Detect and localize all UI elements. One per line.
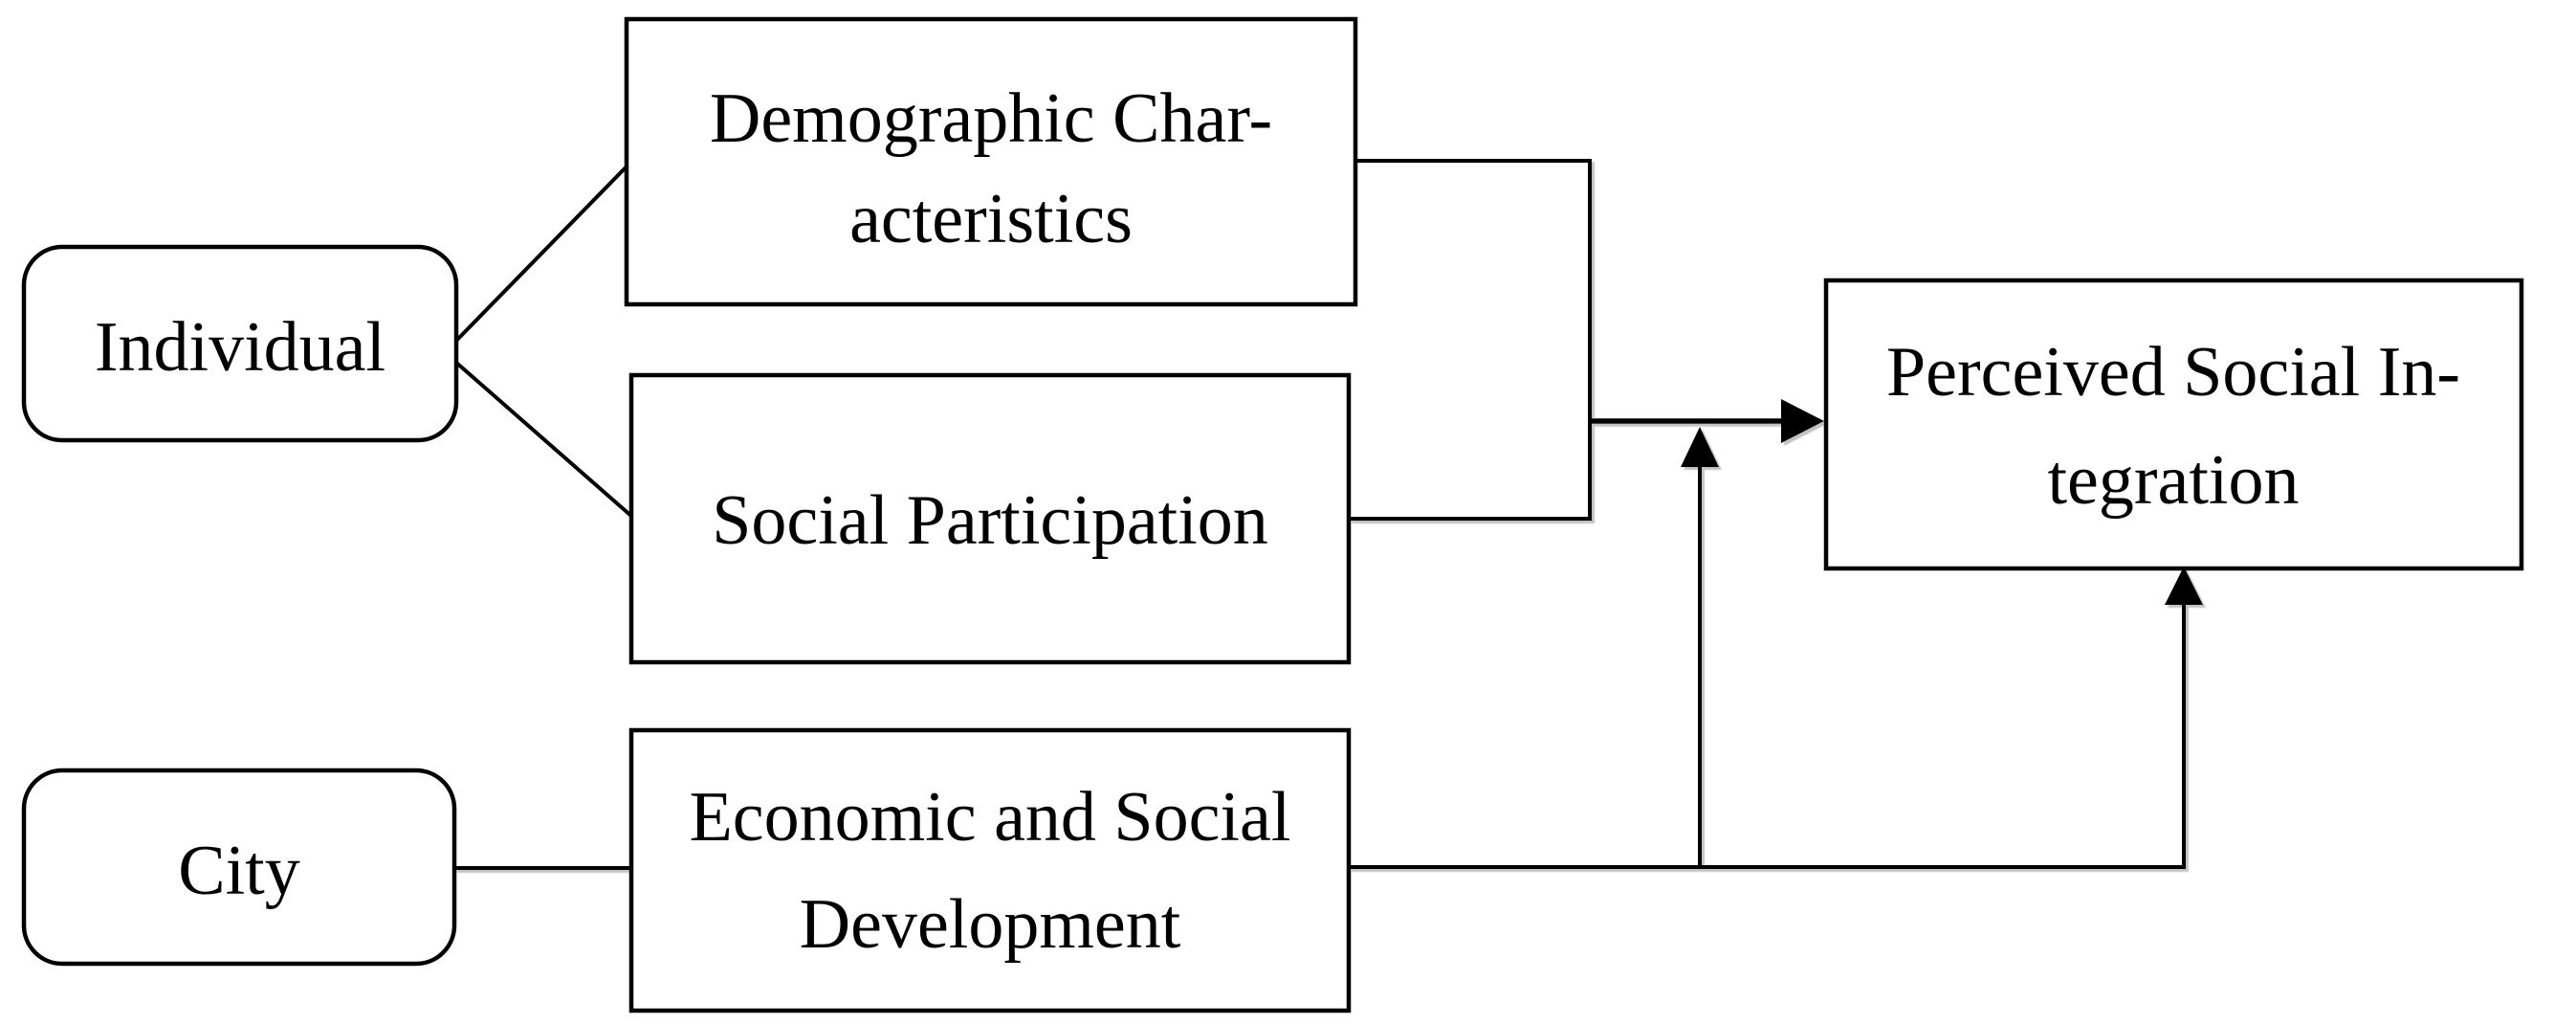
node-demographic-characteristics: Demographic Char- acteristics bbox=[624, 16, 1358, 307]
edges-shadowed bbox=[454, 159, 2203, 870]
node-economic-social-development: Economic and Social Development bbox=[628, 727, 1352, 1013]
node-social-participation: Social Participation bbox=[628, 372, 1352, 665]
main-arrowhead-into-perceived bbox=[1781, 399, 1824, 443]
edge-individual-to-demographic bbox=[453, 163, 630, 344]
individual-box bbox=[21, 244, 459, 443]
demographic-label-line2: acteristics bbox=[849, 180, 1133, 258]
demographic-box bbox=[624, 16, 1358, 307]
individual-label: Individual bbox=[95, 308, 385, 387]
city-box bbox=[21, 768, 457, 967]
edge-individual-to-social-participation bbox=[453, 360, 634, 519]
node-city: City bbox=[21, 768, 457, 967]
perceived-label-line2: tegration bbox=[2047, 441, 2299, 520]
perceived-box bbox=[1823, 278, 2524, 571]
edges-plain bbox=[453, 159, 1590, 519]
city-label: City bbox=[178, 832, 299, 910]
node-individual: Individual bbox=[21, 244, 459, 443]
economic-label-line2: Development bbox=[800, 885, 1181, 964]
demographic-label-line1: Demographic Char- bbox=[710, 79, 1272, 158]
node-perceived-social-integration: Perceived Social In- tegration bbox=[1823, 278, 2524, 571]
perceived-label-line1: Perceived Social In- bbox=[1886, 333, 2460, 412]
arrowhead-economic-to-main-arrow bbox=[1681, 427, 1719, 467]
economic-label-line1: Economic and Social bbox=[690, 778, 1291, 857]
social-participation-box bbox=[628, 372, 1352, 665]
arrowhead-economic-to-perceived bbox=[2165, 567, 2203, 605]
economic-box bbox=[628, 727, 1352, 1013]
social-participation-label: Social Participation bbox=[712, 481, 1268, 560]
